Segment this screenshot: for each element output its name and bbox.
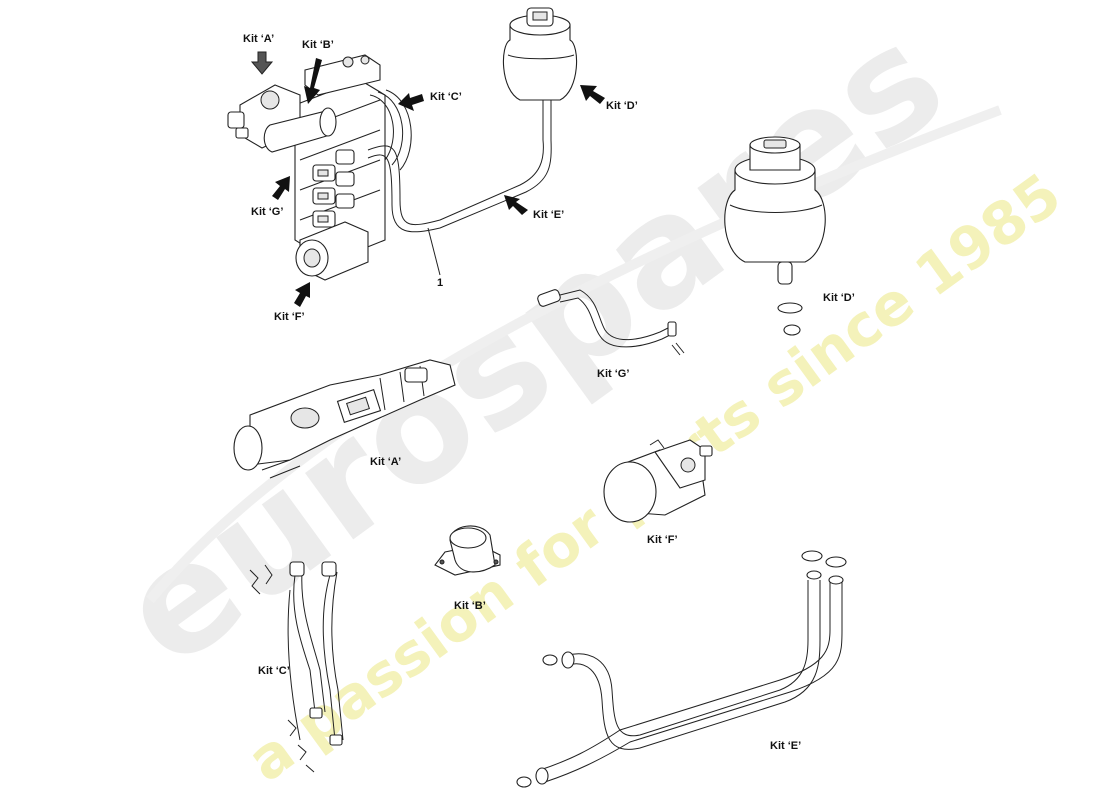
kit-g-hose xyxy=(537,289,685,356)
pointer-arrows xyxy=(250,51,605,307)
kit-b-clamp xyxy=(434,525,501,576)
solenoid-column xyxy=(312,149,355,228)
arrow-kit-g xyxy=(272,176,290,200)
label-kit-a-top: Kit ‘A’ xyxy=(243,33,275,45)
hose-1b xyxy=(367,100,552,233)
main-assembly xyxy=(227,54,552,281)
label-kit-g-top: Kit ‘G’ xyxy=(251,206,284,218)
label-kit-e-top: Kit ‘E’ xyxy=(533,209,565,221)
label-kit-c-top: Kit ‘C’ xyxy=(430,91,462,103)
kit-c-pipes xyxy=(249,561,344,773)
part-1-leader xyxy=(427,227,441,276)
kit-e-clip-3 xyxy=(801,550,823,562)
label-kit-a-part: Kit ‘A’ xyxy=(370,456,402,468)
arrow-kit-b xyxy=(304,58,322,104)
label-part-1: 1 xyxy=(437,277,444,289)
label-kit-b-part: Kit ‘B’ xyxy=(454,600,486,612)
kit-d-reservoir xyxy=(724,136,826,336)
reservoir-top xyxy=(502,7,578,101)
label-kit-d-part: Kit ‘D’ xyxy=(823,292,855,304)
label-kit-g-part: Kit ‘G’ xyxy=(597,368,630,380)
arrow-kit-f xyxy=(294,282,310,307)
arrow-kit-d xyxy=(580,85,605,104)
hose-1a xyxy=(367,100,544,226)
label-kit-d-top: Kit ‘D’ xyxy=(606,100,638,112)
label-kit-b-top: Kit ‘B’ xyxy=(302,39,334,51)
label-kit-e-part: Kit ‘E’ xyxy=(770,740,802,752)
kit-d-clip-2 xyxy=(783,324,801,336)
label-kit-f-part: Kit ‘F’ xyxy=(647,534,678,546)
kit-e-clip-4 xyxy=(825,556,847,568)
kit-d-clip-1 xyxy=(777,302,803,314)
arrow-kit-c xyxy=(398,93,424,111)
kit-e-pipes xyxy=(516,550,847,788)
kit-e-clip-2 xyxy=(516,776,532,788)
arrow-kit-e xyxy=(504,195,528,215)
label-kit-f-top: Kit ‘F’ xyxy=(274,311,305,323)
kit-c-clips-top xyxy=(249,564,273,595)
kit-a-actuator xyxy=(233,359,456,479)
kit-b-unit xyxy=(263,109,331,153)
kit-c-clips-bottom xyxy=(287,719,315,773)
kit-f-motor xyxy=(603,439,713,523)
label-kit-c-part: Kit ‘C’ xyxy=(258,665,290,677)
watermark-swoosh xyxy=(146,105,1002,604)
arrow-kit-a xyxy=(250,51,274,75)
kit-e-clip-1 xyxy=(542,654,558,666)
